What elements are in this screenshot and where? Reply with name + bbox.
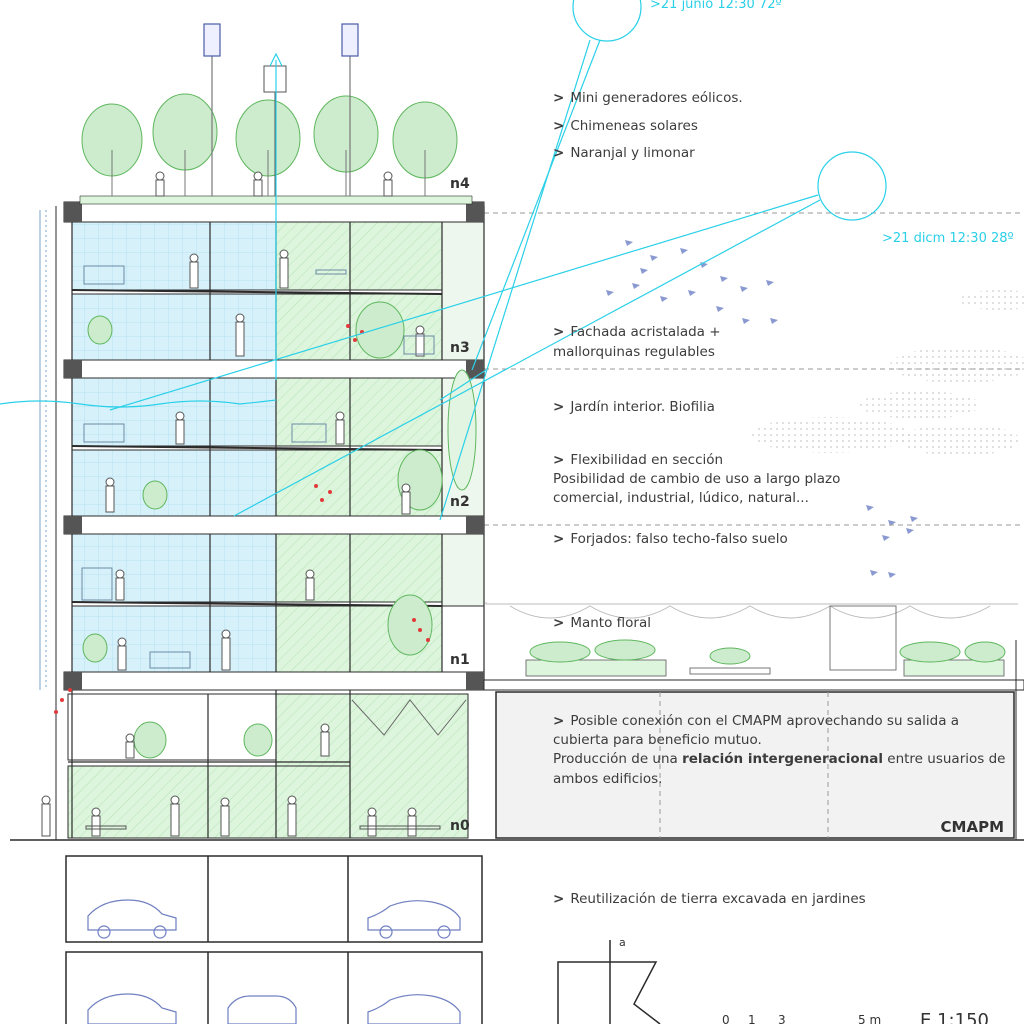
interior-plants	[82, 301, 477, 759]
level-n1: n1	[450, 652, 470, 668]
room-floor6-left	[71, 221, 277, 291]
scale-tick-5: 5 m	[858, 1013, 881, 1024]
room-floor3-left	[71, 449, 277, 517]
scale-tick-1: 1	[748, 1013, 756, 1024]
people	[41, 171, 425, 837]
summer-sun-icon	[572, 0, 642, 42]
ground-upper-white	[67, 693, 277, 761]
note-wind: Mini generadores eólicos.	[570, 90, 742, 106]
note-chimneys: Chimeneas solares	[570, 118, 698, 134]
winter-sun-label: >21 dicm 12:30 28º	[882, 231, 1014, 246]
note-cmapm-4: ambos edificios.	[553, 771, 662, 787]
scale-ratio: E 1:150	[920, 1010, 989, 1024]
wind-turbines	[203, 23, 359, 196]
building-rooms	[67, 221, 485, 839]
svg-text:>Posible conexión con el CMAPM: >Posible conexión con el CMAPM aprovecha…	[553, 713, 959, 729]
level-guide-lines	[484, 212, 1024, 526]
svg-text:>Chimeneas solares: >Chimeneas solares	[553, 118, 698, 134]
note-slabs: Forjados: falso techo-falso suelo	[570, 531, 787, 547]
garden-floor2	[275, 533, 443, 603]
level-n4: n4	[450, 176, 470, 192]
north-label: a	[619, 936, 626, 949]
level-labels: n4 n3 n2 n1 n0	[450, 176, 470, 834]
cmapm-building	[483, 602, 1024, 840]
svg-text:>Jardín interior. Biofilia: >Jardín interior. Biofilia	[553, 399, 715, 415]
slab-n3	[63, 359, 485, 379]
scale-bar: 0 1 3 5 m E 1:150	[722, 1010, 989, 1024]
note-floral: Manto floral	[570, 615, 651, 631]
svg-text:>Reutilización de tierra excav: >Reutilización de tierra excavada en jar…	[553, 891, 866, 907]
ground-canopy	[351, 699, 467, 736]
level-n0: n0	[450, 818, 470, 834]
parking-basement	[65, 855, 483, 1024]
svg-text:>Flexibilidad en sección: >Flexibilidad en sección	[553, 452, 723, 468]
facade-left-elements	[39, 206, 57, 840]
note-soil: Reutilización de tierra excavada en jard…	[570, 891, 865, 907]
scale-tick-0: 0	[722, 1013, 730, 1024]
birds	[606, 240, 918, 578]
svg-text:Producción de una relación int: Producción de una relación intergeneraci…	[553, 751, 1005, 767]
note-orchard: Naranjal y limonar	[570, 145, 695, 161]
note-cmapm-3b: relación intergeneracional	[682, 751, 883, 767]
sun-geometry	[0, 0, 887, 521]
clouds	[750, 290, 1024, 456]
garden-floor4	[275, 377, 443, 447]
roof-trees	[81, 93, 458, 196]
note-flex-3: comercial, industrial, lúdico, natural..…	[553, 490, 809, 506]
winter-sun-icon	[817, 151, 887, 221]
slab-n2	[63, 515, 485, 535]
note-cmapm-3c: entre usuarios de	[883, 751, 1005, 767]
scale-tick-3: 3	[778, 1013, 786, 1024]
red-flowers	[54, 324, 430, 714]
svg-text:>Fachada acristalada +: >Fachada acristalada +	[553, 324, 721, 340]
svg-text:>Naranjal y limonar: >Naranjal y limonar	[553, 145, 695, 161]
summer-sun-label: >21 junio 12:30 72º	[650, 0, 782, 12]
sun-labels: >21 junio 12:30 72º >21 dicm 12:30 28º	[650, 0, 1014, 246]
svg-text:>Mini generadores eólicos.: >Mini generadores eólicos.	[553, 90, 743, 106]
solar-chimney	[263, 65, 287, 196]
annotations: >Mini generadores eólicos. >Chimeneas so…	[553, 90, 1005, 949]
room-floor4-left	[71, 377, 277, 447]
note-garden: Jardín interior. Biofilia	[569, 399, 715, 415]
svg-text:>Forjados: falso techo-falso s: >Forjados: falso techo-falso suelo	[553, 531, 788, 547]
level-n2: n2	[450, 494, 470, 510]
cmapm-label: CMAPM	[941, 818, 1004, 836]
note-facade-1: Fachada acristalada +	[570, 324, 720, 340]
note-flex-1: Flexibilidad en sección	[570, 452, 723, 468]
level-n3: n3	[450, 340, 470, 356]
note-cmapm-1: Posible conexión con el CMAPM aprovechan…	[570, 713, 959, 729]
note-flex-2: Posibilidad de cambio de uso a largo pla…	[553, 471, 840, 487]
furniture	[81, 265, 441, 830]
roof-flower-bed	[529, 639, 1006, 665]
svg-text:>Manto floral: >Manto floral	[553, 615, 651, 631]
ground-lower-green	[67, 765, 351, 839]
note-cmapm-3a: Producción de una	[553, 751, 682, 767]
slab-roof	[63, 201, 485, 223]
cars	[87, 899, 461, 1024]
note-facade-2: mallorquinas regulables	[553, 344, 715, 360]
garden-floor6	[275, 221, 443, 291]
slab-n1	[63, 671, 485, 691]
note-cmapm-2: cubierta para beneficio mutuo.	[553, 732, 762, 748]
ground-green-tall	[275, 693, 351, 767]
north-arrow	[557, 940, 661, 1024]
